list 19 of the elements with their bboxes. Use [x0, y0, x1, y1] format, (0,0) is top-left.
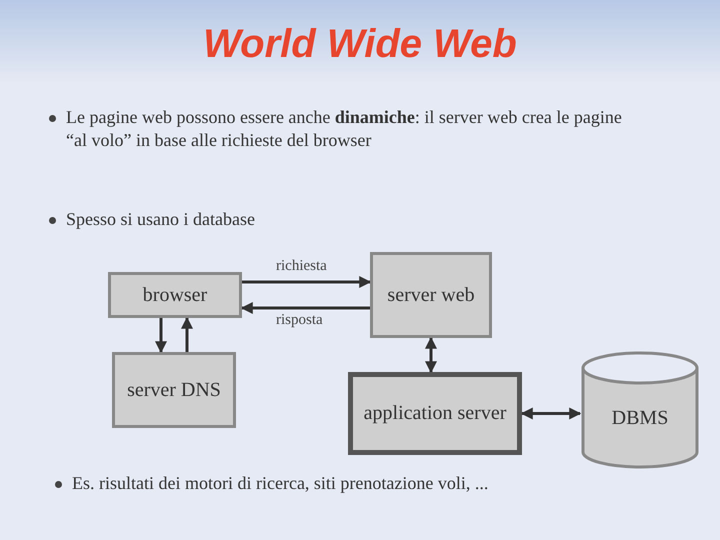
- process-box: [112, 352, 236, 428]
- process-box: [370, 252, 492, 338]
- node-label: application server: [362, 402, 508, 425]
- process-box: [348, 372, 522, 455]
- slide-title: World Wide Web: [202, 22, 518, 67]
- arrow: [181, 316, 193, 352]
- arrow: [242, 276, 372, 288]
- arrow: [240, 302, 370, 314]
- node-label: server DNS: [126, 378, 222, 402]
- edge-label: risposta: [274, 312, 325, 329]
- bullet-text: Es. risultati dei motori di ricerca, siti prenotazione voli, ...: [72, 472, 490, 495]
- bullet-text: Le pagine web possono essere anche dinamiche: il server web crea le pagine “al volo” in base alle richieste del browser: [66, 106, 623, 152]
- process-box: [108, 272, 242, 318]
- bullet-text: Spesso si usano i database: [66, 208, 256, 231]
- arrow: [155, 318, 167, 354]
- node-label: server web: [386, 284, 476, 306]
- arrow: [520, 408, 582, 420]
- node-label: browser: [142, 284, 208, 306]
- arrow: [425, 336, 437, 374]
